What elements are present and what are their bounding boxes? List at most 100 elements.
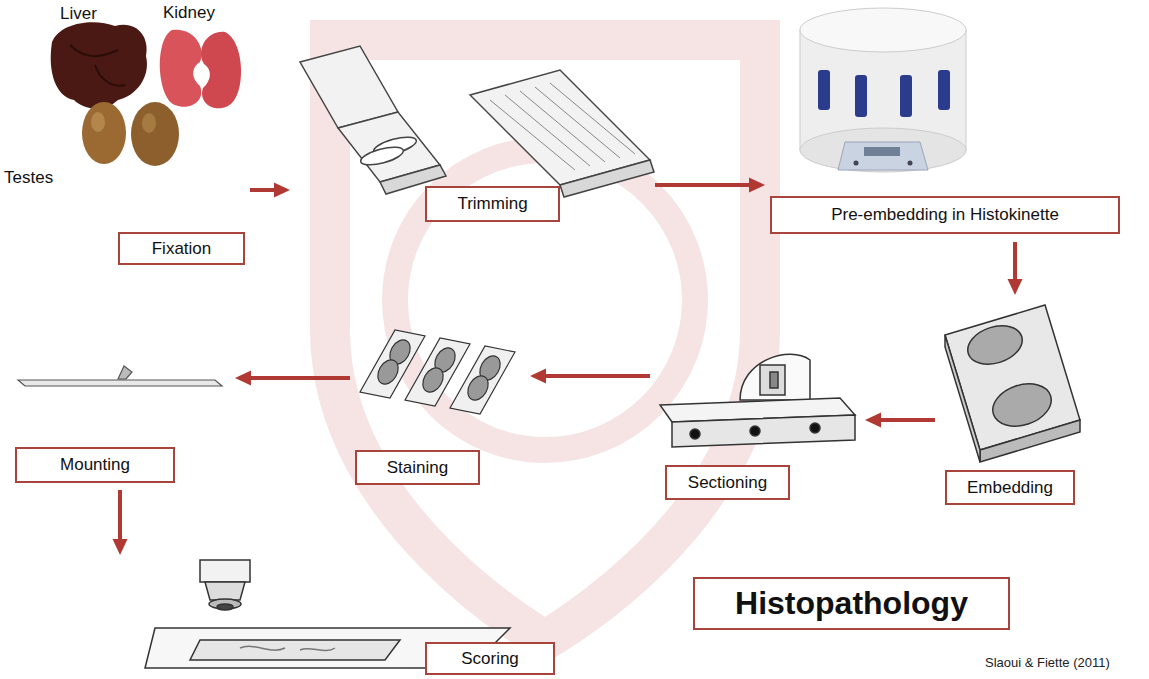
liver-illustration — [51, 22, 147, 109]
step-caption-box: Embedding — [945, 470, 1075, 505]
cassette-illustration — [300, 46, 654, 197]
kidney-illustration-part — [201, 32, 241, 108]
title-box: Histopathology — [693, 577, 1010, 630]
kidney-illustration — [160, 30, 241, 109]
step-label: Scoring — [461, 649, 519, 669]
step-caption-box: Trimming — [425, 186, 560, 222]
embedding-block-illustration-part — [963, 319, 1027, 371]
histokinette-illustration-part — [900, 75, 912, 117]
microtome-illustration-part — [750, 426, 760, 436]
process-step: Sectioning — [650, 350, 865, 505]
citation-note: Slaoui & Fiette (2011) — [985, 655, 1110, 670]
flow-arrow — [530, 369, 650, 384]
microtome-illustration-part — [770, 372, 778, 388]
cassette-illustration-part — [359, 144, 405, 169]
process-step: Embedding — [935, 295, 1085, 510]
flow-arrow — [1008, 242, 1023, 295]
embedding-block-illustration — [945, 305, 1080, 462]
histokinette-illustration-part — [864, 147, 900, 156]
organ-label: Kidney — [163, 3, 215, 23]
step-caption-box: Fixation — [118, 232, 245, 265]
flow-arrow-part — [274, 183, 290, 198]
process-step: Staining — [350, 325, 530, 490]
step-caption-box: Sectioning — [665, 465, 790, 500]
step-label: Mounting — [60, 455, 130, 475]
step-label: Fixation — [152, 239, 212, 259]
mounting-slide-illustration — [18, 366, 222, 386]
flow-arrow-part — [113, 539, 128, 555]
step-label: Embedding — [967, 478, 1053, 498]
step-caption-box: Pre-embedding in Histokinette — [770, 196, 1120, 234]
watermark-shapes-part — [330, 40, 760, 640]
testes-illustration-part — [82, 102, 126, 164]
flow-arrow-part — [1008, 279, 1023, 295]
microtome-illustration-part — [740, 354, 810, 400]
process-step: Pre-embedding in Histokinette — [765, 5, 1125, 242]
histokinette-illustration-part — [838, 142, 928, 170]
mounting-slide-illustration-part — [18, 380, 222, 386]
step-label: Pre-embedding in Histokinette — [831, 205, 1059, 225]
process-step: Scoring — [100, 555, 560, 679]
histokinette-illustration-part — [818, 70, 830, 110]
microtome-illustration-part — [760, 365, 785, 395]
histokinette-illustration-part — [938, 70, 950, 110]
flow-arrow-part — [235, 371, 251, 386]
organ-label: Liver — [60, 4, 97, 24]
flow-arrow — [113, 490, 128, 555]
slides-illustration-part — [419, 364, 448, 396]
testes-illustration — [82, 102, 179, 166]
microscope-illustration-part — [205, 582, 245, 600]
cassette-illustration-part — [490, 83, 635, 170]
histokinette-illustration-part — [854, 161, 859, 166]
flow-arrow-part — [530, 369, 546, 384]
microscope-illustration-part — [217, 604, 233, 610]
flow-arrow-part — [250, 188, 276, 192]
mounting-slide-illustration-part — [118, 366, 132, 379]
slides-illustration-part — [464, 372, 493, 404]
cassette-illustration-part — [560, 160, 654, 197]
flow-arrow-part — [1013, 242, 1017, 281]
step-label: Histopathology — [735, 585, 968, 622]
microscope-illustration-part — [209, 599, 241, 609]
testes-illustration-part — [142, 113, 156, 133]
process-step: Fixation — [0, 0, 250, 270]
flow-arrow — [235, 371, 350, 386]
histokinette-illustration-part — [800, 128, 966, 172]
kidney-illustration-part — [160, 30, 202, 107]
slides-illustration — [360, 330, 515, 414]
flow-arrow-part — [249, 376, 350, 380]
microtome-illustration-part — [810, 423, 820, 433]
flow-arrow-part — [865, 413, 881, 428]
process-step: Trimming — [290, 40, 655, 225]
step-label: Trimming — [457, 194, 527, 214]
microscope-illustration-part — [200, 560, 250, 582]
step-label: Sectioning — [688, 473, 767, 493]
flow-arrow-part — [879, 418, 935, 422]
step-label: Staining — [387, 458, 448, 478]
embedding-block-illustration-part — [987, 377, 1056, 434]
testes-illustration-part — [91, 112, 105, 132]
liver-illustration-part — [51, 22, 147, 109]
microtome-illustration-part — [690, 429, 700, 439]
embedding-block-illustration-part — [980, 420, 1080, 462]
microtome-illustration-part — [672, 415, 855, 447]
slides-illustration-part — [374, 356, 403, 388]
microscope-illustration-part — [240, 646, 335, 650]
liver-illustration-part — [70, 45, 125, 86]
flow-arrow-part — [118, 490, 122, 541]
watermark-shapes-part — [395, 150, 695, 450]
step-caption-box: Mounting — [15, 447, 175, 483]
process-step: Histopathology — [693, 577, 1010, 630]
step-caption-box: Staining — [355, 450, 480, 485]
flow-arrow — [655, 178, 765, 193]
testes-illustration-part — [131, 102, 179, 166]
organ-label: Testes — [4, 168, 53, 188]
flow-arrow-part — [655, 183, 751, 187]
flow-arrow — [865, 413, 935, 428]
step-caption-box: Scoring — [425, 642, 555, 675]
process-step: Mounting — [10, 360, 235, 490]
flow-arrow-part — [749, 178, 765, 193]
histokinette-illustration-part — [908, 161, 913, 166]
flow-arrow — [250, 183, 290, 198]
